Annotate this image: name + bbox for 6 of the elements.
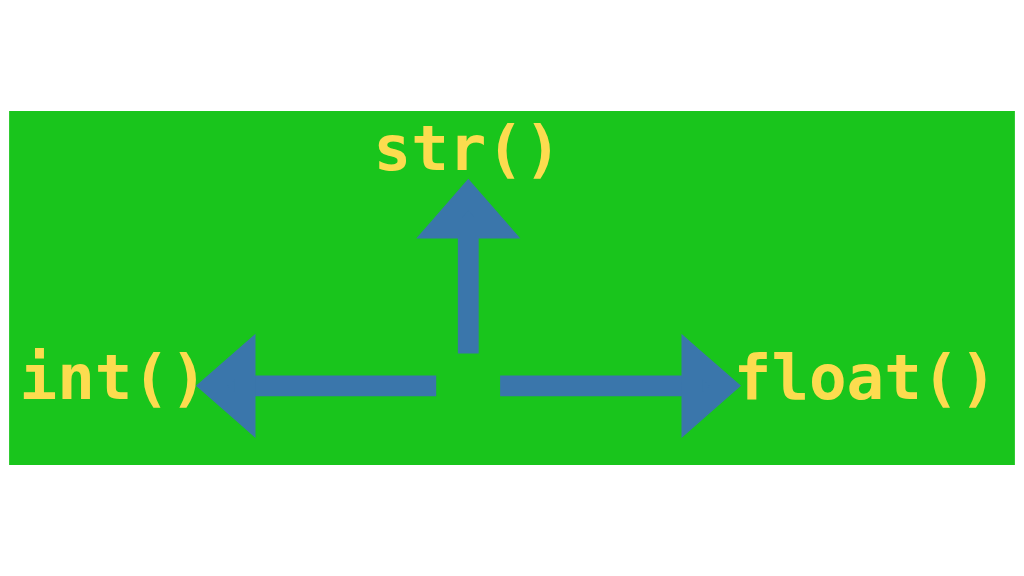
node-text: str() <box>373 112 562 186</box>
node-text: float() <box>733 341 998 415</box>
arrow <box>195 333 437 438</box>
node-text: int() <box>19 341 208 415</box>
arrow <box>416 178 521 354</box>
arrow <box>500 333 742 438</box>
